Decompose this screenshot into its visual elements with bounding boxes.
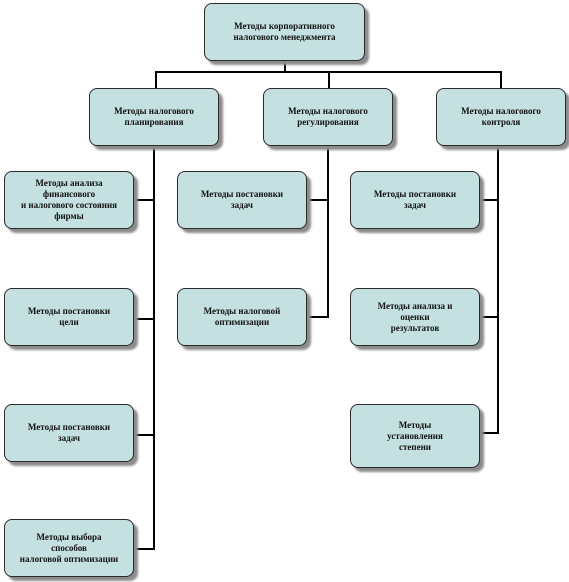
connector-control-2	[480, 316, 498, 318]
connector-planning-1	[133, 199, 154, 201]
planning-child-2-node: Методы постановки цели	[4, 288, 134, 346]
branch-control-label: Методы налогового контроля	[461, 106, 541, 127]
connector-drop-planning	[155, 71, 157, 88]
connector-planning-3	[133, 434, 154, 436]
branch-regulation-node: Методы налогового регулирования	[263, 88, 393, 146]
planning-child-1-label: Методы анализа финансового и налогового …	[20, 178, 118, 221]
control-child-1-node: Методы постановки задач	[350, 171, 480, 229]
connector-regulation-2	[307, 316, 328, 318]
connector-trunk-regulation	[327, 146, 329, 318]
connector-drop-control	[500, 71, 502, 88]
connector-control-1	[480, 199, 498, 201]
connector-control-3	[480, 432, 498, 434]
planning-child-3-label: Методы постановки задач	[27, 422, 111, 443]
planning-child-1-node: Методы анализа финансового и налогового …	[4, 171, 134, 229]
planning-child-4-label: Методы выбора способов налоговой оптимиз…	[19, 531, 119, 564]
connector-regulation-1	[307, 199, 328, 201]
root-node-label: Методы корпоративного налогового менеджм…	[233, 21, 336, 42]
control-child-2-node: Методы анализа и оценки результатов	[350, 288, 480, 346]
regulation-child-1-label: Методы постановки задач	[200, 189, 284, 210]
control-child-3-label: Методы установления степени	[387, 419, 443, 452]
control-child-3-node: Методы установления степени	[350, 404, 480, 468]
planning-child-4-node: Методы выбора способов налоговой оптимиз…	[4, 519, 134, 577]
connector-root-down	[284, 60, 286, 72]
branch-planning-node: Методы налогового планирования	[89, 88, 219, 146]
control-child-2-label: Методы анализа и оценки результатов	[377, 300, 453, 333]
planning-child-3-node: Методы постановки задач	[4, 404, 134, 462]
branch-planning-label: Методы налогового планирования	[114, 106, 194, 127]
control-child-1-label: Методы постановки задач	[373, 189, 457, 210]
regulation-child-1-node: Методы постановки задач	[177, 171, 307, 229]
regulation-child-2-node: Методы налоговой оптимизации	[177, 288, 307, 346]
planning-child-2-label: Методы постановки цели	[27, 306, 111, 327]
connector-planning-4	[133, 548, 154, 550]
regulation-child-2-label: Методы налоговой оптимизации	[203, 306, 281, 327]
root-node: Методы корпоративного налогового менеджм…	[204, 3, 365, 61]
branch-regulation-label: Методы налогового регулирования	[288, 106, 368, 127]
connector-planning-2	[133, 318, 154, 320]
connector-drop-regulation	[328, 71, 330, 88]
connector-trunk-planning	[153, 146, 155, 550]
connector-trunk-control	[497, 146, 499, 434]
branch-control-node: Методы налогового контроля	[436, 88, 566, 146]
